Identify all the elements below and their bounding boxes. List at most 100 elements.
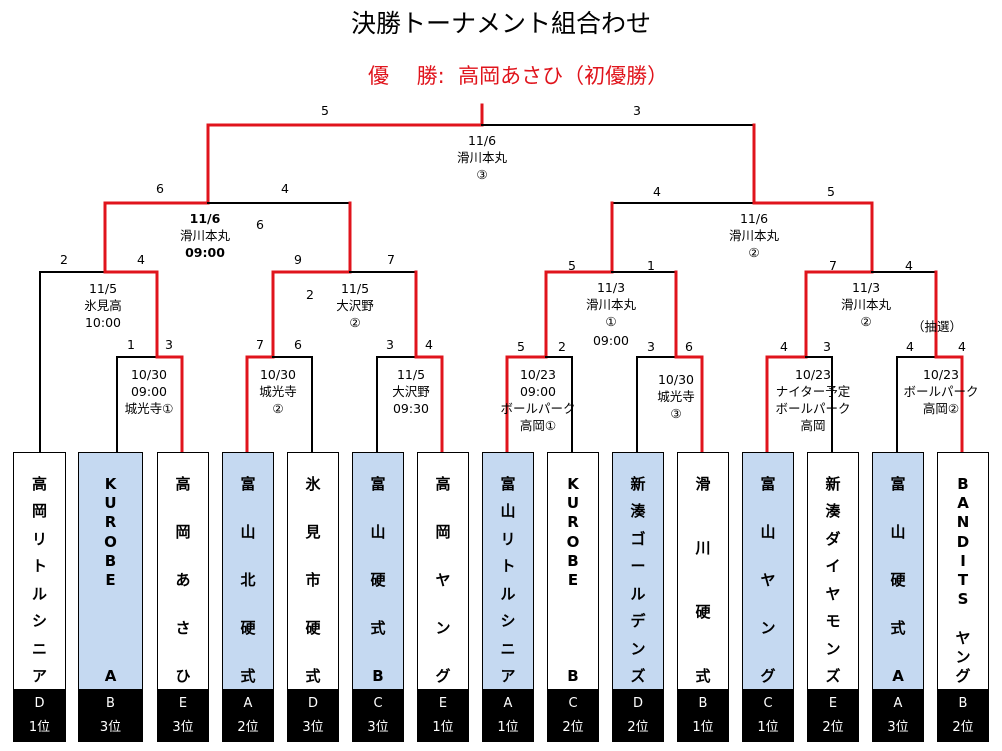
qf4-score-left: 7 bbox=[829, 258, 837, 273]
team-name-char: A bbox=[957, 494, 969, 513]
team-rank-label: 1位 bbox=[757, 720, 779, 735]
r1f-score-left: 4 bbox=[780, 339, 788, 354]
qf1-info: 11/5 氷見高 10:00 bbox=[84, 280, 122, 331]
team-name-char: 山 bbox=[500, 502, 516, 521]
team-name-char: イ bbox=[825, 557, 841, 576]
r1a-time: 09:00 bbox=[130, 384, 168, 399]
qf1-score-left: 2 bbox=[60, 252, 68, 267]
team-group: B bbox=[106, 696, 115, 711]
r1g-score-left: 4 bbox=[906, 339, 914, 354]
r1b-venue: 城光寺 bbox=[259, 384, 297, 399]
r1a-venue: 城光寺① bbox=[124, 401, 174, 416]
final-venue: 滑川本丸 bbox=[456, 150, 508, 165]
qf1-date: 11/5 bbox=[88, 281, 118, 296]
r1a-info: 10/30 09:00 城光寺① bbox=[125, 366, 174, 417]
r1c-left bbox=[376, 356, 417, 453]
r1b-score-left: 7 bbox=[256, 337, 264, 352]
team-name-char: ン bbox=[955, 647, 971, 666]
r1c-date: 11/5 bbox=[396, 367, 426, 382]
sf-right-venue: 滑川本丸 bbox=[728, 228, 780, 243]
r1f-venue2: 高岡 bbox=[800, 418, 826, 433]
team-rank-label: 3位 bbox=[99, 720, 122, 735]
r1e-info: 10/30 城光寺 ③ bbox=[657, 371, 695, 422]
r1b-info: 10/30 城光寺 ② bbox=[259, 366, 297, 417]
team-name: 富山リトルシニア bbox=[483, 475, 533, 685]
team-name-char: R bbox=[104, 513, 117, 532]
r1g-venue2: 高岡② bbox=[922, 401, 960, 416]
r1c-score-left: 3 bbox=[386, 337, 394, 352]
qf2-score-right: 7 bbox=[387, 252, 395, 267]
final-info: 11/6 滑川本丸 ③ bbox=[457, 132, 507, 183]
team-name-char: ト bbox=[500, 557, 516, 576]
team-name-char: B bbox=[567, 666, 579, 685]
r1f-venue: ボールパーク bbox=[775, 401, 851, 416]
team-name-char: O bbox=[104, 532, 117, 551]
team-rank-label: 2位 bbox=[562, 720, 584, 735]
team-name-char: T bbox=[957, 570, 969, 589]
qf2-info: 11/5 大沢野 ② bbox=[336, 280, 374, 331]
qf2-extra-score2: 2 bbox=[306, 287, 314, 302]
team-group: D bbox=[34, 696, 45, 711]
team-name: 新湊ゴールデンズ bbox=[613, 475, 663, 685]
team-rank-label: 2位 bbox=[952, 720, 974, 735]
r1c-time: 09:30 bbox=[392, 401, 430, 416]
team-name-char: D bbox=[956, 532, 970, 551]
r1e-score-left: 3 bbox=[647, 339, 655, 354]
r1d-venue2: 高岡① bbox=[519, 418, 557, 433]
team-name-char: ト bbox=[31, 557, 47, 576]
r1d-info: 10/23 09:00 ボールパーク 高岡① bbox=[500, 366, 575, 434]
team-name-char: 式 bbox=[370, 619, 386, 637]
team-box: 富山ヤング bbox=[742, 452, 794, 690]
qf1-right bbox=[103, 270, 159, 359]
team-name-char: ひ bbox=[175, 667, 191, 685]
team-name-char: ン bbox=[630, 639, 646, 658]
qf1-score-right: 4 bbox=[137, 252, 145, 267]
r1a-right bbox=[155, 355, 184, 454]
r1c-info: 11/5 大沢野 09:30 bbox=[392, 366, 430, 417]
team-name-char bbox=[570, 648, 575, 666]
r1d-venue: ボールパーク bbox=[500, 401, 576, 416]
team-name-char: 湊 bbox=[630, 502, 646, 521]
team-rank-label: 1位 bbox=[28, 720, 51, 735]
r1d-date: 10/23 bbox=[519, 367, 557, 382]
sf-left-score-right: 4 bbox=[281, 181, 289, 196]
r1g-score-right: 4 bbox=[958, 339, 966, 354]
qf1-venue: 氷見高 bbox=[84, 298, 122, 313]
team-name-char bbox=[108, 590, 113, 608]
final-field: ③ bbox=[476, 167, 488, 182]
team-name-char: ア bbox=[500, 666, 516, 685]
r1b-field: ② bbox=[272, 401, 284, 416]
team-name-char: 川 bbox=[695, 539, 711, 557]
team-rank-label: 3位 bbox=[367, 720, 389, 735]
r1a-score-left: 1 bbox=[127, 337, 135, 352]
team-rank-label: 2位 bbox=[237, 720, 259, 735]
r1g-info: 10/23 ボールパーク 高岡② bbox=[903, 366, 978, 417]
team-name-char: 硬 bbox=[695, 603, 711, 621]
team-name-char: 高 bbox=[175, 475, 191, 493]
team-group: B bbox=[958, 696, 968, 711]
team-name-char: ン bbox=[825, 639, 841, 658]
team-group: D bbox=[632, 696, 643, 711]
final-date: 11/6 bbox=[467, 133, 497, 148]
team-group: E bbox=[828, 696, 838, 711]
team-name-char: 式 bbox=[240, 667, 256, 685]
team-name-char: 山 bbox=[240, 523, 256, 541]
team-name-char: 新 bbox=[825, 475, 841, 493]
team-name-char: 式 bbox=[305, 667, 321, 685]
team-name-char: 北 bbox=[240, 571, 256, 589]
qf3-left bbox=[544, 270, 614, 359]
r1e-left bbox=[636, 356, 677, 453]
qf3-score-right: 1 bbox=[647, 258, 655, 273]
team-name-char: リ bbox=[31, 529, 47, 548]
team-name-char: 富 bbox=[760, 475, 776, 493]
team-name-char: K bbox=[567, 475, 579, 493]
team-rank-label: 1位 bbox=[432, 720, 454, 735]
team-name-char: 富 bbox=[890, 475, 906, 493]
r1e-right bbox=[674, 355, 704, 454]
team-name-char: 硬 bbox=[305, 619, 321, 637]
